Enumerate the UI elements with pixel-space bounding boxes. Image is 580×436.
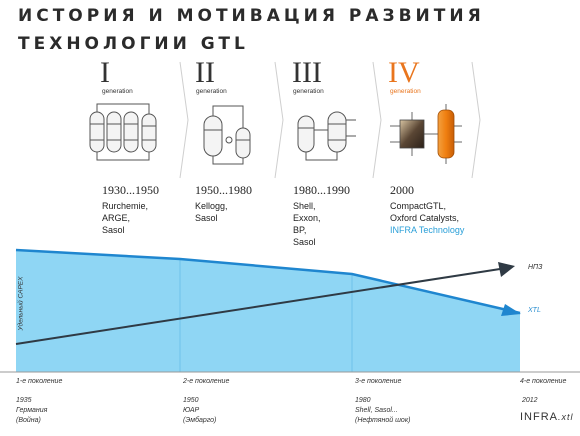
company-name: Rurchemie, (102, 201, 149, 211)
gen4-years: 2000 (390, 183, 414, 197)
company-name: BP, (293, 225, 307, 235)
timeline-gen-1: 1-е поколение (16, 378, 63, 385)
capex-chart (0, 248, 580, 373)
timeline-note: (Нефтяной шок) (355, 417, 411, 424)
company-name: ARGE, (102, 213, 131, 223)
timeline-year: 1935 (16, 397, 32, 404)
timeline-year: 1980 (355, 397, 371, 404)
company-name: Oxford Catalysts, (390, 213, 460, 223)
y-axis-label: Удельный CAPEX (17, 276, 25, 331)
gen1-word: generation (102, 88, 133, 95)
infra-logo: INFRA.xtl (520, 411, 574, 423)
timeline-gen-2: 2-е поколение (183, 378, 230, 385)
separator-3 (372, 61, 382, 179)
separator-2 (274, 61, 284, 179)
company-name: CompactGTL, (390, 201, 447, 211)
timeline-meta-2: 1950 ЮАР (Эмбарго) (183, 396, 216, 426)
company-name: Sasol (102, 225, 125, 235)
gen3-companies: Shell, Exxon, BP, Sasol (293, 200, 321, 248)
company-name: Shell, (293, 201, 316, 211)
timeline-note: (Эмбарго) (183, 417, 217, 424)
gen1-years: 1930...1950 (102, 183, 159, 197)
company-name-highlight: INFRA Technology (390, 225, 465, 235)
gen2-companies: Kellogg, Sasol (195, 200, 228, 224)
timeline-place: ЮАР (183, 407, 200, 414)
capex-area (16, 250, 520, 372)
company-name: Kellogg, (195, 201, 228, 211)
company-name: Sasol (195, 213, 218, 223)
gen1-numeral: I (100, 56, 110, 89)
generation-separators (179, 61, 481, 179)
timeline-year: 1950 (183, 397, 199, 404)
timeline-meta-4: 2012 (522, 396, 538, 406)
timeline-note: (Война) (16, 417, 41, 424)
gen3-word: generation (293, 88, 324, 95)
timeline-gen-3: 3-е поколение (355, 378, 402, 385)
logo-main: INFRA (520, 411, 558, 423)
xtl-line-label: XTL (528, 307, 541, 314)
gen4-companies: CompactGTL, Oxford Catalysts, INFRA Tech… (390, 200, 464, 236)
gen3-numeral: III (292, 56, 322, 89)
gen3-equipment-icon (297, 111, 356, 161)
title-line-2: ТЕХНОЛОГИИ GTL (18, 34, 249, 54)
timeline-place: Германия (16, 407, 48, 414)
gen2-word: generation (196, 88, 227, 95)
separator-1 (179, 61, 189, 179)
gen3-years: 1980...1990 (293, 183, 350, 197)
gen4-numeral: IV (388, 56, 420, 89)
gen4-word: generation (390, 88, 421, 95)
npz-line-label: НПЗ (528, 264, 543, 271)
timeline-year: 2012 (522, 397, 538, 404)
xtl-line (15, 248, 521, 315)
timeline-meta-1: 1935 Германия (Война) (16, 396, 47, 426)
npz-arrowhead (498, 262, 515, 277)
xtl-arrowhead (501, 304, 521, 316)
npz-line (15, 268, 501, 345)
company-name: Exxon, (293, 213, 321, 223)
gen4-equipment-icon (390, 104, 462, 164)
timeline-meta-3: 1980 Shell, Sasol... (Нефтяной шок) (355, 396, 410, 426)
gen2-numeral: II (195, 56, 215, 89)
gen1-equipment-icon (89, 103, 157, 161)
logo-suffix: .xtl (558, 412, 574, 422)
gen1-companies: Rurchemie, ARGE, Sasol (102, 200, 148, 236)
timeline-place: Shell, Sasol... (355, 407, 398, 414)
gen2-years: 1950...1980 (195, 183, 252, 197)
title-line-1: ИСТОРИЯ И МОТИВАЦИЯ РАЗВИТИЯ (18, 6, 485, 26)
gen2-equipment-icon (203, 105, 251, 165)
separator-4 (471, 61, 481, 179)
company-name: Sasol (293, 237, 316, 247)
timeline-gen-4: 4-е поколение (520, 378, 567, 385)
